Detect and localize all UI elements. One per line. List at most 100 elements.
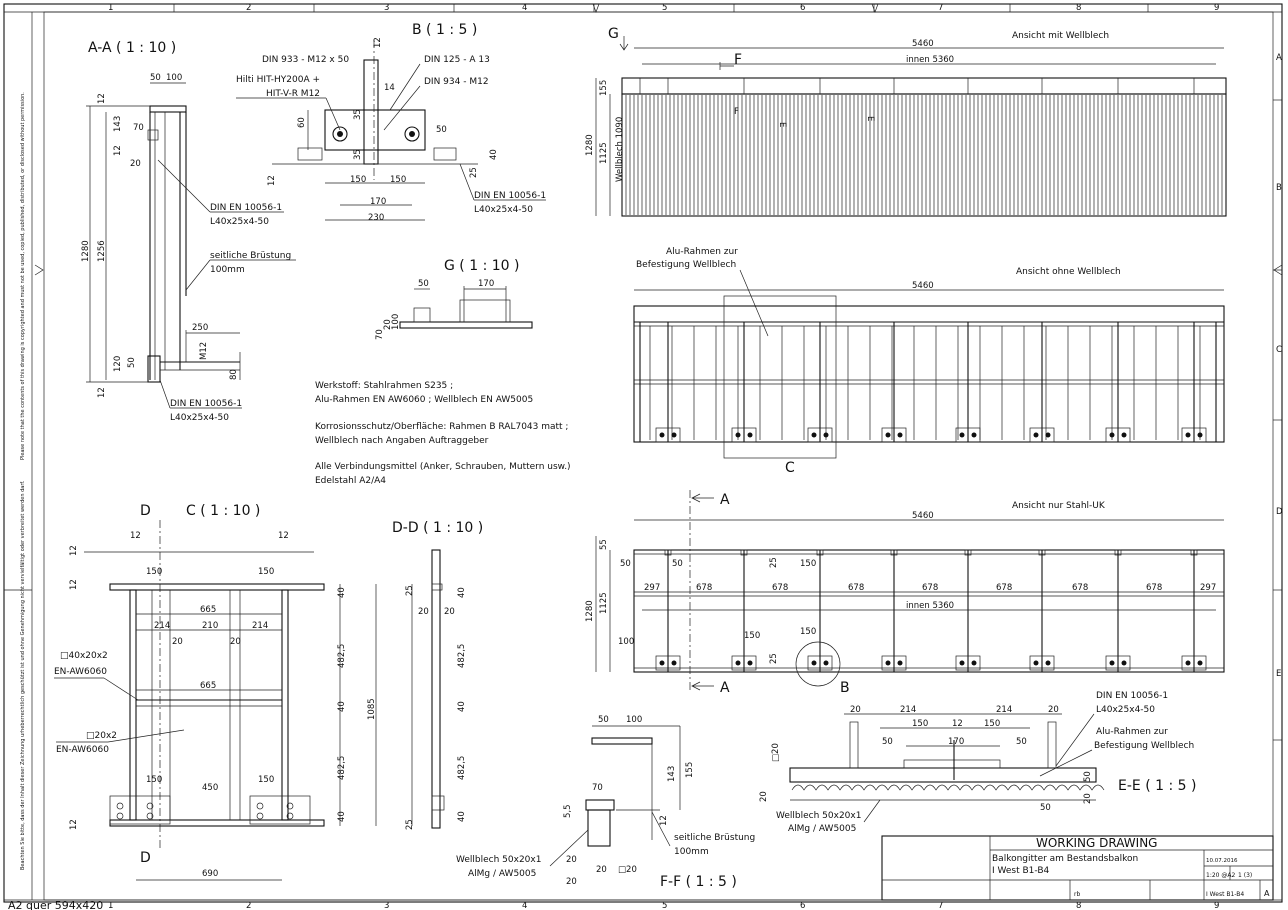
c-marker-d2: D [140,850,151,866]
col-9: 9 [1214,3,1219,13]
ee-dim-20b: 20 [1048,705,1059,715]
aa-dim-120: 120 [113,356,123,372]
ohne-marker-c: C [785,460,795,476]
aa-label-din1: DIN EN 10056-1 [210,203,282,213]
b-label-hilti2: HIT-V-R M12 [266,89,320,99]
anchor-bolt [885,432,891,438]
anchor-bolt [811,660,817,666]
view-ansicht-mit-wellblech: Ansicht mit Wellblech G 5460 innen 5360 … [585,26,1227,217]
col-8: 8 [1076,3,1081,13]
anchor-bolt [747,432,753,438]
stahl-dim-678f: 678 [1072,583,1088,593]
anchor-bolt [811,432,817,438]
c-bolts [116,802,294,820]
anchor-bolt [1045,660,1051,666]
mit-dim-5460: 5460 [912,39,934,49]
ff-dim-70: 70 [592,783,603,793]
row-d: D [1276,507,1283,517]
c-dim-214b: 214 [252,621,268,631]
b-dim-170: 170 [370,197,386,207]
base-plate [731,427,757,443]
base-plate [1105,655,1131,671]
c-dim-12e: 12 [69,819,79,830]
ee-dim-214b: 214 [996,705,1012,715]
anchor-bolt [1185,432,1191,438]
stahl-dim-1280: 1280 [585,600,595,622]
view-b: B ( 1 : 5 ) DIN 933 - M12 x 50 Hilti HIT… [236,22,546,223]
g-dim-170: 170 [478,279,494,289]
col-b5: 5 [662,901,667,910]
aa-dim-143: 143 [113,116,123,132]
c-label-sq40: □40x20x2 [60,651,108,661]
base-plate [1181,427,1207,443]
ee-dim-20d: 20 [1083,793,1093,804]
title-date: 10.07.2016 [1206,858,1238,864]
ff-dim-155: 155 [685,762,695,778]
aa-dim-12a: 12 [97,93,107,104]
base-plate [1105,427,1131,443]
stahl-marker-b: B [840,680,850,696]
anchor-bolt [659,660,665,666]
note-edelstahl: Edelstahl A2/A4 [315,476,386,486]
top-clip [964,549,972,556]
col-b7: 7 [938,901,943,910]
c-dim-20b: 20 [230,637,241,647]
b-dim-50: 50 [436,125,447,135]
anchor-bolt [1121,432,1127,438]
anchor-bolt [1197,660,1203,666]
c-dim-12d: 12 [69,579,79,590]
title-desc-1: Balkongitter am Bestandsbalkon [992,854,1138,864]
dd-dim-40c: 40 [457,811,467,822]
ff-label-almg: AlMg / AW5005 [468,869,536,879]
bolt-symbol [116,812,124,820]
base-plate [1029,655,1055,671]
sheet-inner-border [43,11,1274,901]
view-dd-title: D-D ( 1 : 10 ) [392,520,483,536]
stahl-dim-55: 55 [599,539,609,550]
c-label-sq20: □20x2 [86,731,117,741]
col-b4: 4 [522,901,527,910]
mit-dim-wellblech: Wellblech 1090 [615,117,625,182]
c-dim-1085: 1085 [367,698,377,720]
aa-dim-70: 70 [133,123,144,133]
anchor-bolt [959,660,965,666]
base-plate [807,655,833,671]
b-dim-12: 12 [373,37,383,48]
ff-dim-143: 143 [667,766,677,782]
col-b2: 2 [246,901,251,910]
copyright-note-en: Please note that the contents of this dr… [20,92,26,460]
c-label-en2: EN-AW6060 [56,745,109,755]
view-ansicht-ohne-wellblech: Ansicht ohne Wellblech 5460 Alu-Rahmen z… [633,247,1225,476]
aa-dim-12b: 12 [113,145,123,156]
col-6: 6 [800,3,805,13]
view-a-a: A-A ( 1 : 10 ) 50 100 12 143 70 12 20 12… [81,40,296,423]
base-plate [881,427,907,443]
mit-dim-1125: 1125 [599,142,609,164]
sheet-outer-border [3,3,1283,903]
base-plate [655,427,681,443]
aa-label-bruestung: seitliche Brüstung [210,251,291,261]
dd-dim-40a: 40 [457,587,467,598]
ee-dim-sq20: □20 [771,743,781,762]
b-dim-14: 14 [384,83,395,93]
g-dim-50: 50 [418,279,429,289]
anchor-bolt [1109,660,1115,666]
dd-dim-4825b: 482,5 [457,756,467,780]
dd-dim-20b: 20 [444,607,455,617]
anchor-bolt [959,432,965,438]
stahl-dim-innen: innen 5360 [906,601,954,611]
col-b9: 9 [1214,901,1219,910]
title-heading: WORKING DRAWING [1036,836,1157,850]
c-dim-450: 450 [202,783,218,793]
ee-label-din: DIN EN 10056-1 [1096,691,1168,701]
col-2: 2 [246,3,251,13]
base-plate [955,427,981,443]
mit-title: Ansicht mit Wellblech [1012,31,1109,41]
mit-marker-f2: F [734,107,739,117]
bolt-symbol [116,802,124,810]
ff-dim-12: 12 [659,815,669,826]
stahl-dim-1125: 1125 [599,592,609,614]
title-ref: I West B1-B4 [1206,891,1244,898]
ee-dim-150b: 150 [984,719,1000,729]
mit-dim-1280: 1280 [585,134,595,156]
